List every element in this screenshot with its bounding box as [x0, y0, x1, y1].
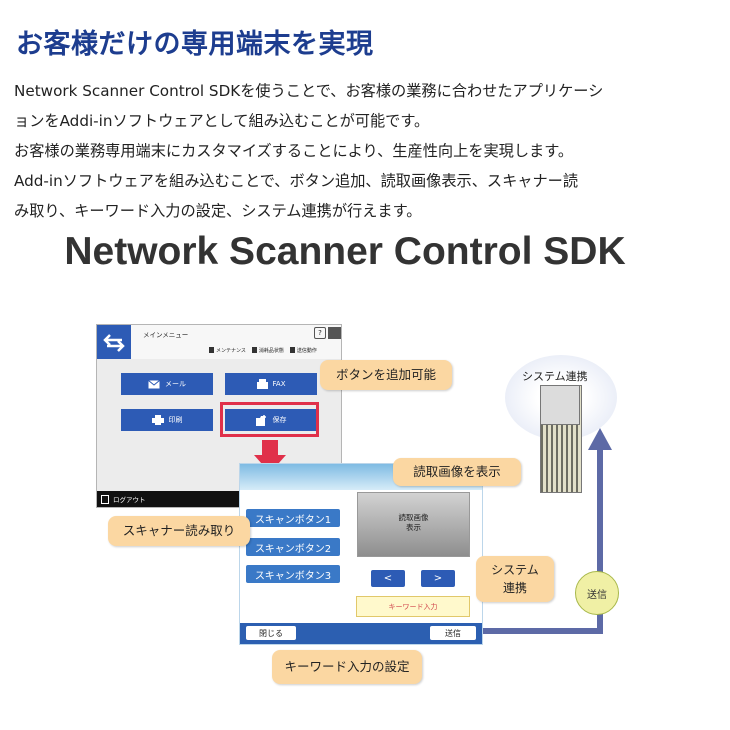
system-link-label: システム連携: [522, 370, 588, 383]
prev-page-button[interactable]: <: [371, 570, 405, 587]
mail-button[interactable]: メール: [121, 373, 213, 395]
mail-button-label: メール: [165, 380, 186, 388]
send-button[interactable]: 送信: [430, 626, 476, 640]
swap-arrows-icon: [103, 334, 125, 352]
description-line: お客様の業務専用端末にカスタマイズすることにより、生産性向上を実現します。: [14, 142, 574, 160]
logout-icon: [101, 494, 109, 504]
callout-read-image: 読取画像を表示: [393, 458, 521, 486]
wrench-icon: [209, 347, 214, 353]
up-arrow-icon: [588, 428, 612, 450]
sdk-title: Network Scanner Control SDK: [64, 230, 626, 273]
scanned-image-preview: 読取画像 表示: [357, 492, 470, 557]
tab-label: 送信動作: [296, 347, 317, 354]
description-line: Add-inソフトウェアを組み込むことで、ボタン追加、読取画像表示、スキャナー読: [14, 172, 579, 190]
image-preview-label-line: 表示: [406, 523, 421, 532]
page-heading: お客様だけの専用端末を実現: [16, 29, 374, 60]
image-preview-label-line: 読取画像: [398, 513, 429, 522]
toner-icon: [251, 347, 257, 353]
callout-keyword-setting: キーワード入力の設定: [272, 650, 422, 684]
server-top-panel: [540, 385, 580, 425]
send-indicator: 送信: [575, 571, 619, 615]
callout-system-link-line: 連携: [502, 581, 527, 595]
addin-screen: スキャンボタン1 スキャンボタン2 スキャンボタン3 読取画像 表示 < > キ…: [239, 463, 483, 645]
scan-button-2[interactable]: スキャンボタン2: [246, 538, 340, 556]
save-folder-icon: [255, 414, 266, 426]
fax-button-label: FAX: [272, 380, 286, 388]
print-button-label: 印刷: [168, 416, 183, 424]
save-button-label: 保存: [272, 416, 287, 424]
status-indicator: [328, 327, 341, 339]
tab-label: メンテナンス: [216, 347, 246, 354]
keyword-input[interactable]: キーワード入力: [356, 596, 470, 617]
down-arrow-shaft: [262, 440, 278, 455]
main-menu-header: [97, 325, 341, 359]
close-button[interactable]: 閉じる: [246, 626, 296, 640]
mail-icon: [148, 379, 160, 388]
tab-supplies[interactable]: 消耗品状態: [251, 347, 284, 354]
description-line: ョンをAddi-inソフトウェアとして組み込むことが可能です。: [14, 112, 430, 130]
image-preview-label: 読取画像 表示: [358, 513, 469, 533]
help-button[interactable]: ?: [314, 327, 326, 339]
send-status-icon: [289, 347, 295, 353]
print-button[interactable]: 印刷: [121, 409, 213, 431]
callout-system-link: システム 連携: [476, 556, 554, 602]
callout-add-button: ボタンを追加可能: [320, 360, 452, 390]
main-menu-tabs: メンテナンス 消耗品状態 送信動作: [209, 343, 317, 357]
addin-footer: [240, 623, 482, 644]
callout-scanner-read: スキャナー読み取り: [108, 516, 250, 546]
description-line: み取り、キーワード入力の設定、システム連携が行えます。: [14, 202, 422, 220]
callout-system-link-line: システム: [491, 563, 539, 577]
logout-label: ログアウト: [113, 496, 146, 504]
scan-button-3[interactable]: スキャンボタン3: [246, 565, 340, 583]
fax-icon: [256, 379, 268, 389]
tab-maintenance[interactable]: メンテナンス: [209, 347, 246, 354]
save-button-highlight: [220, 402, 319, 437]
main-menu-screen: メインメニュー ? メンテナンス 消耗品状態 送信動作 メール FAX 印刷 保…: [96, 324, 342, 508]
fax-button[interactable]: FAX: [225, 373, 317, 395]
tab-label: 消耗品状態: [258, 347, 284, 354]
description-line: Network Scanner Control SDKを使うことで、お客様の業務…: [14, 82, 604, 100]
description: Network Scanner Control SDKを使うことで、お客様の業務…: [14, 76, 714, 226]
next-page-button[interactable]: >: [421, 570, 455, 587]
save-button[interactable]: 保存: [225, 409, 317, 431]
main-menu-title: メインメニュー: [143, 331, 189, 339]
tab-send-status[interactable]: 送信動作: [289, 347, 317, 354]
printer-icon: [151, 415, 164, 425]
scan-button-1[interactable]: スキャンボタン1: [246, 509, 340, 527]
back-button[interactable]: [97, 325, 131, 359]
